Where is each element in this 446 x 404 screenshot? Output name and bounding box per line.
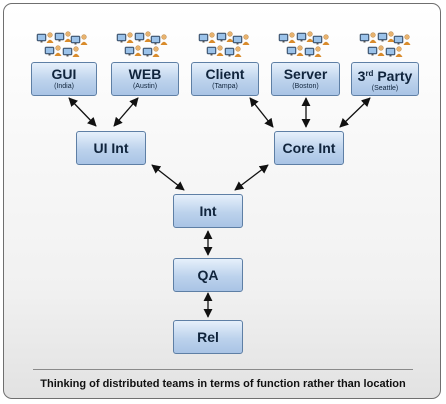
arrow-thirdparty-coreint [339, 97, 371, 128]
arrow-gui-uiint [68, 97, 97, 127]
team-gui-box: GUI (India) [31, 62, 97, 96]
team-client-location: (Tampa) [212, 83, 238, 90]
ui-int-label: UI Int [93, 139, 129, 156]
team-gui-people-icon [36, 31, 88, 57]
int-label: Int [199, 202, 217, 219]
team-client-people-icon [198, 31, 250, 57]
core-int-box: Core Int [274, 131, 344, 165]
team-server-location: (Boston) [292, 83, 319, 90]
core-int-label: Core Int [282, 139, 336, 156]
team-client-label: Client [205, 66, 245, 82]
caption-divider [33, 369, 413, 370]
team-web-box: WEB (Austin) [111, 62, 179, 96]
ui-int-box: UI Int [76, 131, 146, 165]
rel-label: Rel [197, 328, 219, 345]
diagram-caption: Thinking of distributed teams in terms o… [40, 378, 406, 390]
team-gui-label: GUI [51, 66, 77, 82]
team-web-location: (Austin) [132, 83, 158, 90]
team-server-people-icon [278, 31, 330, 57]
team-client-box: Client (Tampa) [191, 62, 259, 96]
team-third-party-label-rest: Party [373, 67, 413, 84]
rel-box: Rel [173, 320, 243, 354]
arrow-client-coreint [249, 97, 274, 128]
team-third-party-label-sup: rd [365, 68, 374, 78]
team-third-party-people-icon [359, 31, 411, 57]
int-box: Int [173, 194, 243, 228]
team-web-people-icon [116, 31, 168, 57]
arrow-uiint-int [151, 164, 185, 191]
team-third-party-location: (Seattle) [371, 84, 399, 92]
team-third-party-box: 3rd Party (Seattle) [351, 62, 419, 96]
qa-box: QA [173, 258, 243, 292]
team-third-party-label: 3rd Party [358, 66, 413, 84]
arrow-web-uiint [113, 97, 139, 127]
qa-label: QA [197, 266, 219, 283]
team-server-label: Server [283, 66, 328, 82]
arrow-coreint-int [234, 164, 269, 191]
team-gui-location: (India) [54, 83, 74, 90]
team-server-box: Server (Boston) [271, 62, 340, 96]
team-third-party-label-main: 3 [357, 67, 366, 84]
team-web-label: WEB [128, 66, 162, 82]
